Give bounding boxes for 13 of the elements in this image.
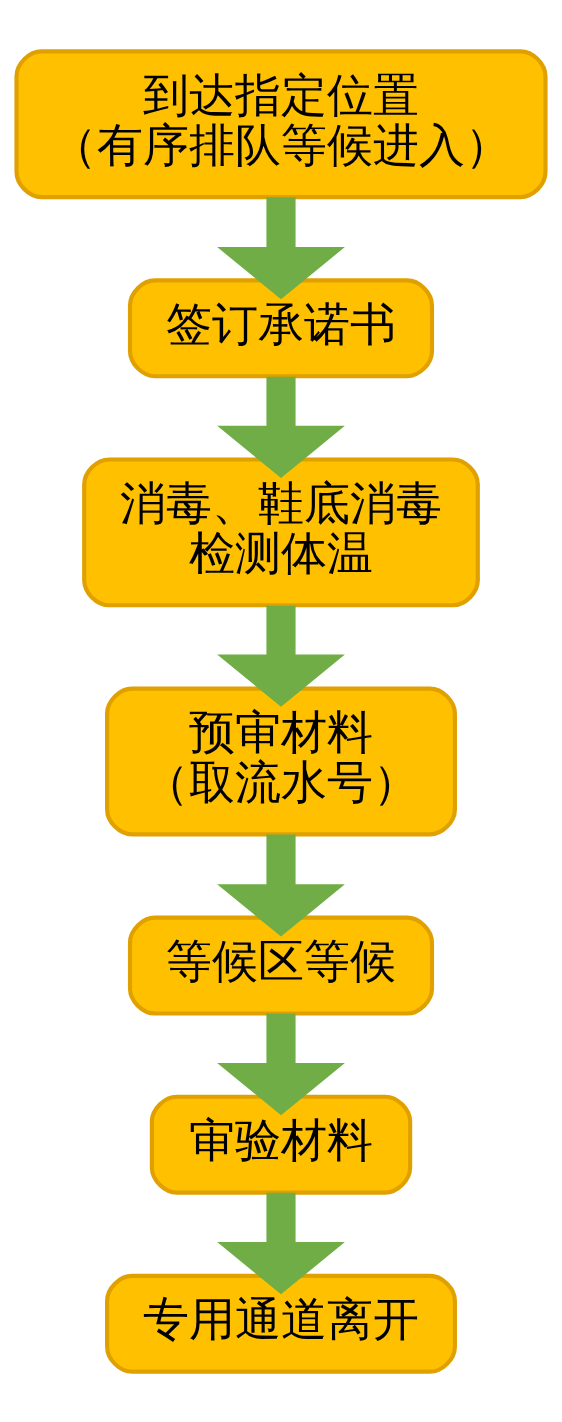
- node-box: 签订承诺书: [127, 277, 435, 378]
- node-box: 专用通道离开: [105, 1273, 457, 1374]
- node-box: 预审材料 （取流水号）: [105, 686, 457, 836]
- arrow: [217, 605, 345, 707]
- arrow: [217, 1192, 345, 1294]
- node-box: 审验材料: [149, 1094, 413, 1195]
- arrow: [217, 376, 345, 478]
- arrow: [217, 196, 345, 299]
- node-box: 到达指定位置 （有序排队等候进入）: [14, 48, 548, 199]
- node-box: 消毒、鞋底消毒 检测体温: [82, 456, 480, 607]
- arrow: [217, 1013, 345, 1115]
- arrow: [217, 834, 345, 936]
- node-box: 等候区等候: [127, 915, 435, 1016]
